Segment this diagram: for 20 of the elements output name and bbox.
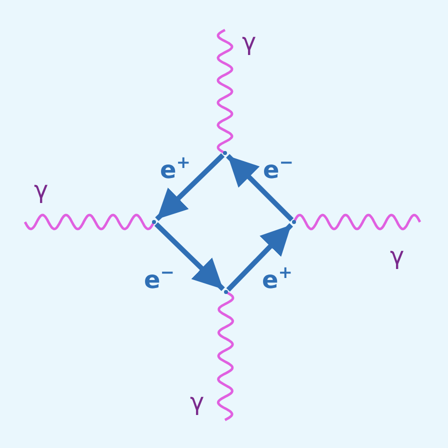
fermion-arrow: [155, 153, 225, 221]
fermion-arrow: [226, 223, 293, 292]
photon-line: [216, 290, 234, 422]
photon-label: γ: [190, 390, 204, 414]
vertex-dot: [224, 290, 228, 294]
fermion-arrow: [226, 154, 294, 222]
fermion-arrow: [154, 222, 225, 291]
vertex-dot: [152, 220, 156, 224]
particle-label: e$^{+}$: [262, 265, 293, 292]
photon-line: [216, 28, 234, 154]
particle-label: e$^{+}$: [160, 155, 191, 182]
particle-label: e$^{−}$: [263, 155, 294, 182]
particle-label: e$^{−}$: [144, 265, 175, 292]
photon-label: γ: [34, 178, 48, 202]
vertex-dot: [292, 220, 296, 224]
vertex-dot: [223, 151, 227, 155]
photon-line: [292, 214, 422, 230]
photon-label: γ: [242, 30, 256, 54]
photon-label: γ: [390, 244, 404, 268]
photon-line: [24, 214, 156, 230]
